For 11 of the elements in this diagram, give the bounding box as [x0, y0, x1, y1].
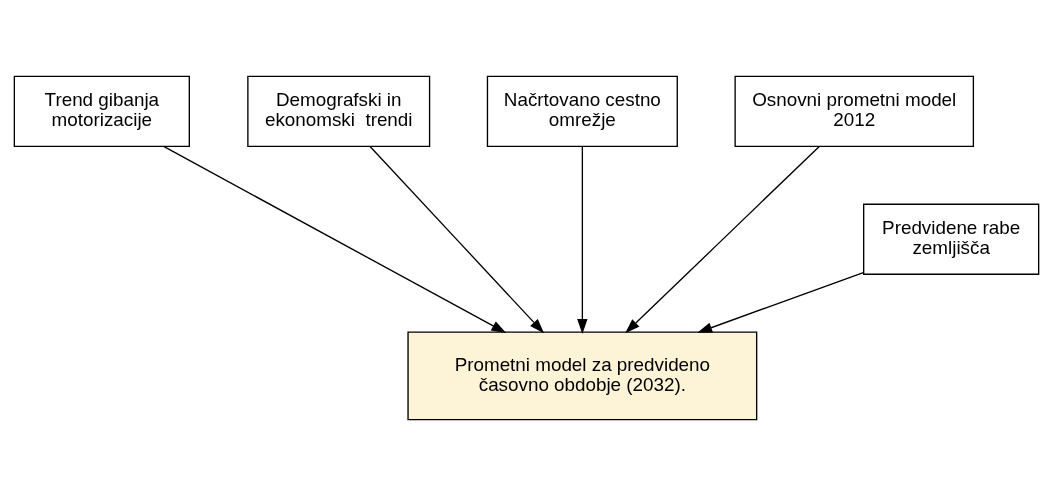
arrow	[697, 271, 864, 333]
node-box: Predvidene rabe zemljišča	[863, 203, 1040, 275]
node-box: Osnovni prometni model 2012	[734, 75, 975, 148]
arrow	[625, 145, 820, 334]
node-box: Trend gibanja motorizacije	[13, 75, 190, 148]
arrow	[163, 145, 507, 334]
arrow	[577, 145, 588, 334]
node-box: Demografski in ekonomski trendi	[247, 75, 431, 148]
node-box: Načrtovano cestno omrežje	[486, 75, 678, 148]
node-box: Prometni model za predvideno časovno obdobje (2032).	[407, 331, 758, 421]
arrow	[369, 145, 545, 334]
